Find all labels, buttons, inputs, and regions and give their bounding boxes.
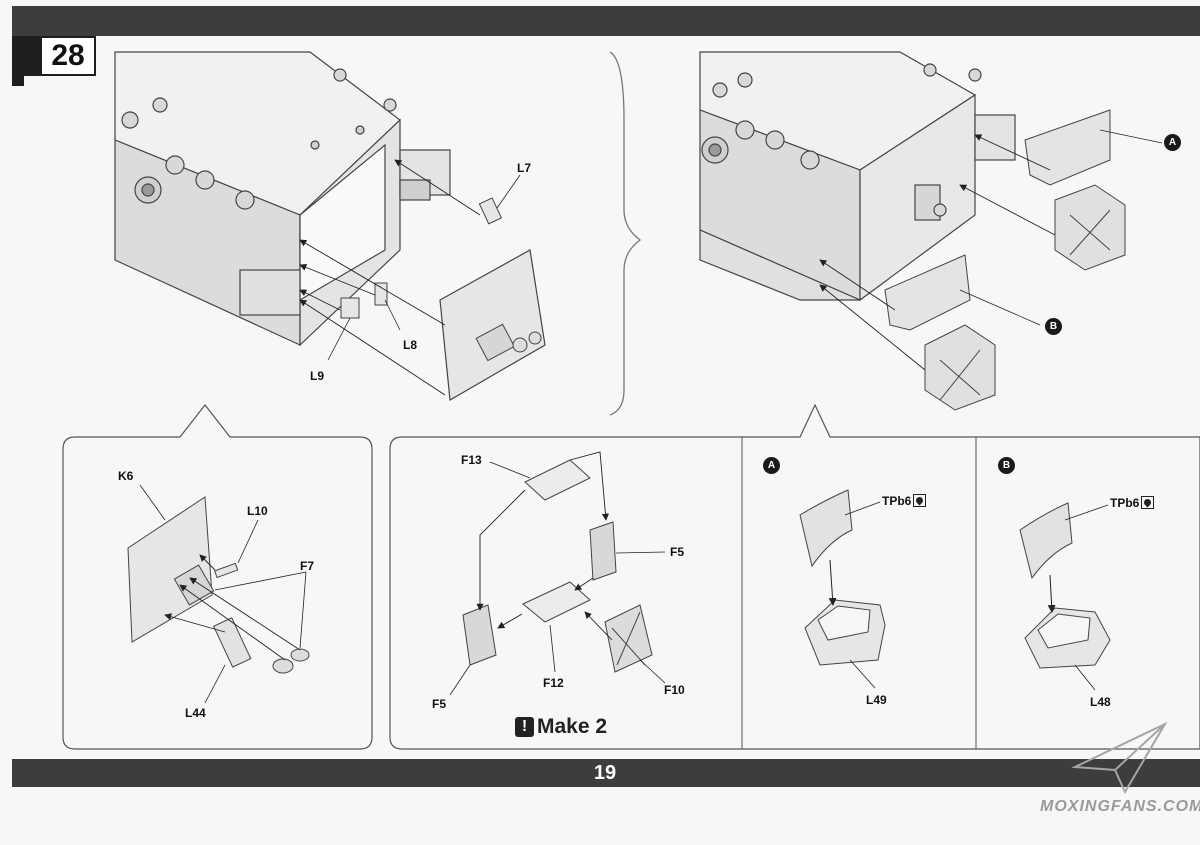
tape-icon — [913, 494, 927, 507]
exclamation-icon: ! — [515, 717, 534, 737]
label-k6: K6 — [118, 469, 134, 483]
callout-a-badge: A — [1164, 134, 1181, 151]
mudguard-b — [884, 254, 971, 331]
label-f13: F13 — [461, 453, 482, 467]
page-number: 19 — [593, 761, 617, 784]
sub-b-badge: B — [998, 457, 1015, 474]
f13-part — [524, 459, 591, 501]
make-two-text: Make 2 — [537, 715, 608, 738]
label-f5-left: F5 — [432, 697, 447, 711]
watermark-text: MOXINGFANS.COM — [1040, 798, 1200, 815]
f7-parts — [272, 648, 310, 674]
make-two-note: ! Make 2 — [515, 715, 607, 739]
label-tpb6-b: TPb6 — [1110, 496, 1155, 510]
label-l8: L8 — [403, 338, 418, 352]
sub-panel-k6-frame — [62, 404, 373, 750]
paper-plane-icon — [1071, 722, 1168, 795]
label-l10: L10 — [247, 504, 268, 518]
k6-plate — [127, 496, 213, 643]
label-l7: L7 — [517, 161, 532, 175]
label-f5-top: F5 — [670, 545, 685, 559]
label-l48: L48 — [1090, 695, 1111, 709]
sub-panel-box-frame — [389, 403, 1200, 750]
hull-rear-assembly-right — [699, 51, 1016, 302]
label-l44: L44 — [185, 706, 206, 720]
storage-box-a — [1054, 184, 1126, 271]
bottom-bar — [12, 759, 1200, 787]
tp-sheet-b — [1019, 502, 1073, 580]
label-f10: F10 — [664, 683, 685, 697]
label-l49: L49 — [866, 693, 887, 707]
hull-rear-assembly-left — [114, 51, 451, 347]
sub-a-badge: A — [763, 457, 780, 474]
label-l9: L9 — [310, 369, 325, 383]
step-number: 28 — [40, 36, 96, 76]
brace-separator — [609, 51, 642, 416]
label-f7: F7 — [300, 559, 315, 573]
tape-icon — [1141, 496, 1155, 509]
top-bar — [12, 6, 1200, 36]
label-f12: F12 — [543, 676, 564, 690]
storage-box-b — [924, 324, 996, 411]
mudguard-a — [1024, 109, 1111, 186]
f5-left-part — [462, 604, 497, 666]
f5-top-part — [589, 521, 617, 581]
callout-b-badge: B — [1045, 318, 1062, 335]
rear-door-plate — [439, 249, 546, 401]
label-tpb6-a: TPb6 — [882, 494, 927, 508]
left-edge-tab — [12, 76, 24, 86]
f12-part — [522, 581, 591, 623]
tp-sheet-a — [799, 489, 853, 568]
